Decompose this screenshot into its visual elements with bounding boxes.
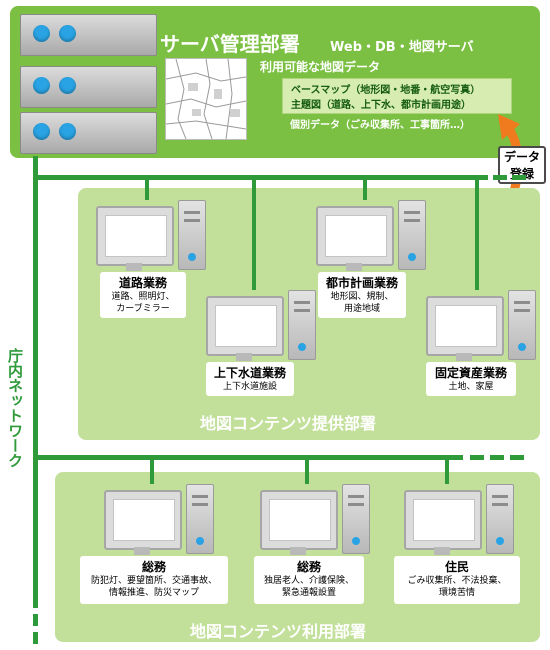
network-backbone [33, 156, 38, 608]
server-led-icon [59, 77, 76, 94]
workstation-general-affairs-1 [100, 484, 220, 594]
server-unit [20, 112, 157, 154]
workstation-label-water: 上下水道業務 上下水道施設 [206, 362, 294, 396]
consumer-department-title: 地図コンテンツ利用部署 [190, 622, 367, 641]
workstation-city-planning [312, 200, 432, 310]
network-drop [445, 458, 449, 484]
server-subtitle: Web・DB・地図サーバ [330, 40, 474, 55]
upload-badge-line: データ [503, 150, 540, 164]
workstation-title: 道路業務 [118, 276, 167, 290]
workstation-label-property: 固定資産業務 土地、家屋 [426, 362, 516, 396]
workstation-title: 固定資産業務 [434, 366, 507, 380]
monitor-icon [260, 490, 338, 550]
provider-department-title: 地図コンテンツ提供部署 [200, 414, 377, 433]
network-drop [145, 178, 149, 200]
network-drop [363, 178, 367, 200]
workstation-general-affairs-2 [256, 484, 376, 594]
workstation-desc: 用途地域 [343, 304, 380, 314]
workstation-desc: 防犯灯、要望箇所、交通事故、 [90, 576, 217, 586]
server-unit [20, 66, 157, 108]
network-line-dash [493, 175, 507, 180]
server-led-icon [59, 123, 76, 140]
workstation-desc: 道路、照明灯、 [111, 292, 175, 302]
network-drop [475, 178, 479, 290]
server-led-icon [33, 123, 50, 140]
server-led-icon [33, 77, 50, 94]
monitor-icon [96, 206, 174, 266]
server-led-icon [33, 25, 50, 42]
network-backbone-dash [33, 632, 38, 644]
network-drop [305, 458, 309, 484]
workstation-desc: 土地、家屋 [448, 382, 494, 392]
workstation-title: 総務 [296, 560, 321, 574]
pc-tower-icon [288, 290, 316, 360]
map-data-item: 個別データ（ごみ収集所、工事箇所…） [290, 120, 470, 131]
server-department-panel: サーバ管理部署 Web・DB・地図サーバ 利用可能な地図データ ベースマップ（地… [10, 6, 540, 158]
workstation-desc: 独居老人、介護保険、 [263, 576, 354, 586]
monitor-icon [104, 490, 182, 550]
network-line-dash [512, 175, 526, 180]
monitor-icon [206, 296, 284, 356]
workstation-title: 都市計画業務 [325, 276, 398, 290]
map-data-item: 主題図（道路、上下水、都市計画用途） [291, 100, 471, 111]
workstation-label-city-planning: 都市計画業務 地形図、規制、 用途地域 [318, 272, 406, 318]
workstation-residents [400, 484, 520, 594]
workstation-label-road: 道路業務 道路、照明灯、 カーブミラー [100, 272, 186, 318]
pc-tower-icon [186, 484, 214, 554]
workstation-water [202, 290, 322, 400]
monitor-icon [404, 490, 482, 550]
map-thumbnail-icon [165, 58, 247, 140]
network-line-lower [33, 455, 463, 460]
workstation-title: 総務 [141, 560, 166, 574]
workstation-desc: 環境苦情 [438, 588, 475, 598]
workstation-label-general-affairs-1: 総務 防犯灯、要望箇所、交通事故、 情報推進、防災マップ [80, 556, 228, 604]
pc-tower-icon [486, 484, 514, 554]
map-data-box: ベースマップ（地形図・地番・航空写真） 主題図（道路、上下水、都市計画用途） [282, 78, 512, 114]
workstation-desc: 緊急通報設置 [281, 588, 336, 598]
monitor-icon [426, 296, 504, 356]
network-line-dash [490, 455, 504, 460]
workstation-road [92, 200, 212, 310]
network-line-dash [510, 455, 524, 460]
server-title: サーバ管理部署 [160, 32, 300, 56]
workstation-desc: カーブミラー [116, 304, 170, 314]
workstation-title: 住民 [444, 560, 469, 574]
workstation-desc: 情報推進、防災マップ [108, 588, 199, 598]
network-backbone-dash [33, 614, 38, 626]
network-line-upper [33, 175, 488, 180]
workstation-title: 上下水道業務 [213, 366, 286, 380]
map-data-heading: 利用可能な地図データ [260, 60, 381, 74]
workstation-label-residents: 住民 ごみ収集所、不法投棄、 環境苦情 [394, 556, 520, 604]
workstation-desc: 地形図、規制、 [330, 292, 394, 302]
network-drop [252, 178, 256, 290]
pc-tower-icon [342, 484, 370, 554]
workstation-label-general-affairs-2: 総務 独居老人、介護保険、 緊急通報設置 [254, 556, 364, 604]
workstation-desc: 上下水道施設 [222, 382, 277, 392]
map-data-item: ベースマップ（地形図・地番・航空写真） [291, 85, 481, 96]
server-led-icon [59, 25, 76, 42]
monitor-icon [316, 206, 394, 266]
pc-tower-icon [178, 200, 206, 270]
network-label: 庁内ネットワーク [6, 348, 24, 468]
workstation-desc: ごみ収集所、不法投棄、 [407, 576, 507, 586]
network-line-dash [470, 455, 484, 460]
pc-tower-icon [508, 290, 536, 360]
pc-tower-icon [398, 200, 426, 270]
server-unit [20, 14, 157, 56]
workstation-property [422, 290, 542, 400]
network-drop [150, 458, 154, 484]
